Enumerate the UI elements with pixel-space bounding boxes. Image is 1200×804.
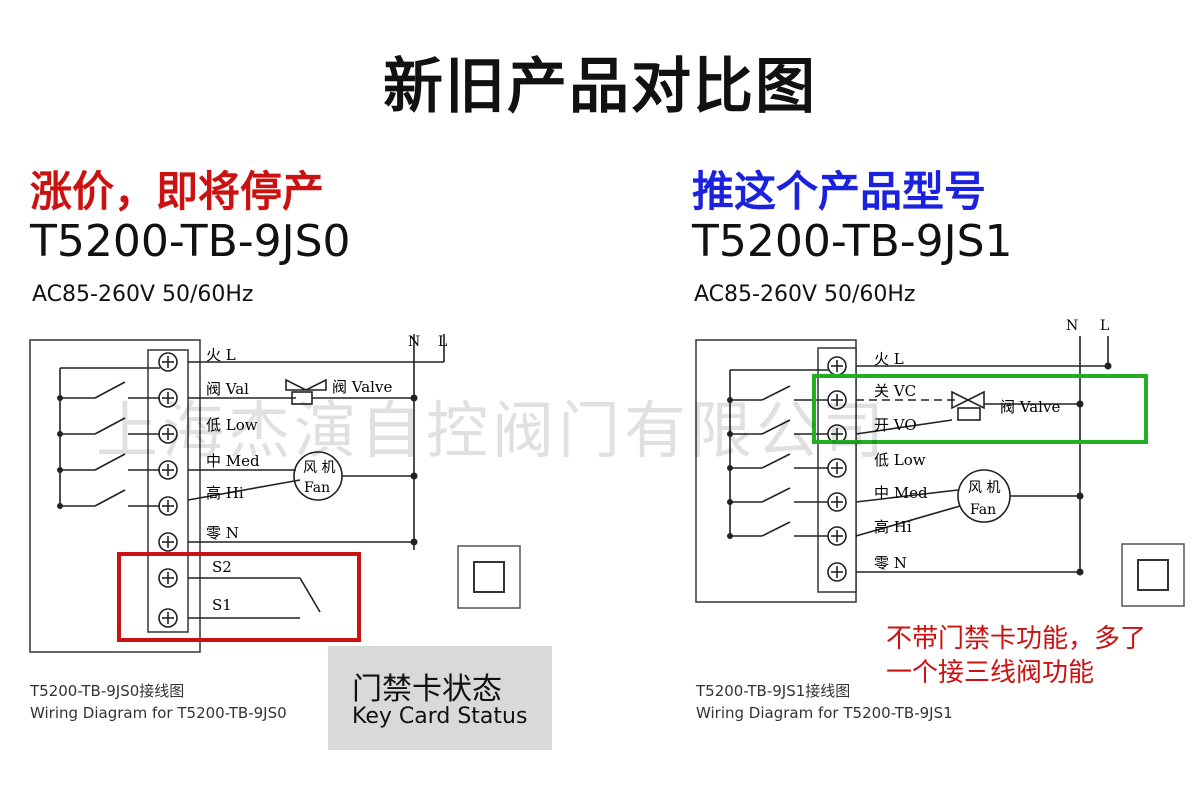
left-caption-en: Wiring Diagram for T5200-TB-9JS0	[30, 704, 287, 722]
right-supply-n: N	[1066, 318, 1078, 334]
right-valve-highlight	[812, 374, 1148, 444]
right-terminal-label: 低 Low	[874, 451, 926, 469]
left-model-name: T5200-TB-9JS0	[30, 216, 351, 267]
left-terminal-label: 零 N	[206, 524, 239, 542]
left-spec: AC85-260V 50/60Hz	[32, 282, 254, 307]
left-fan-label-en: Fan	[304, 480, 330, 496]
right-caption-zh: T5200-TB-9JS1接线图	[696, 682, 851, 700]
right-fan-label-en: Fan	[970, 502, 996, 518]
right-caption: T5200-TB-9JS1接线图 Wiring Diagram for T520…	[696, 680, 953, 724]
left-status-label: 涨价，即将停产	[30, 167, 325, 216]
keycard-status-en: Key Card Status	[352, 704, 528, 729]
right-terminal-label: 火 L	[874, 350, 904, 368]
left-terminal-label: S1	[212, 596, 232, 614]
right-fan-label-zh: 风 机	[968, 480, 1000, 496]
right-caption-en: Wiring Diagram for T5200-TB-9JS1	[696, 704, 953, 722]
left-valve-label: 阀 Valve	[332, 378, 392, 396]
right-status-label: 推这个产品型号	[692, 167, 987, 216]
right-wiring-diagram: N L 火 L 关 VC 开 VO 低 Low 中 Med 高 Hi 零 N 阀…	[695, 318, 1185, 607]
keycard-status-zh: 门禁卡状态	[352, 672, 502, 707]
right-model-name: T5200-TB-9JS1	[692, 216, 1013, 267]
left-caption: T5200-TB-9JS0接线图 Wiring Diagram for T520…	[30, 680, 287, 724]
keycard-status-callout: 门禁卡状态 Key Card Status	[328, 646, 552, 750]
left-terminal-screws	[158, 352, 178, 628]
right-note-line-2: 一个接三线阀功能	[886, 658, 1095, 688]
page-title: 新旧产品对比图	[383, 52, 817, 122]
left-wiring-diagram: N L 火 L 阀 Val 低 Low 中 Med 高 Hi 零 N S2 S1…	[29, 334, 521, 653]
left-fan-label-zh: 风 机	[303, 460, 335, 476]
right-terminal-label: 中 Med	[874, 484, 928, 502]
watermark-text: 上海杰演自控阀门有限公司	[96, 394, 889, 467]
left-terminal-label: 中 Med	[206, 452, 260, 470]
left-terminal-label: 火 L	[206, 346, 236, 364]
left-terminal-label: 阀 Val	[206, 380, 249, 398]
right-terminal-label: 零 N	[874, 554, 907, 572]
left-supply-l: L	[438, 334, 447, 350]
left-keycard-highlight	[117, 552, 361, 642]
right-valve-label: 阀 Valve	[1000, 398, 1060, 416]
right-keycard-slot	[1121, 543, 1185, 607]
right-spec: AC85-260V 50/60Hz	[694, 282, 916, 307]
right-terminal-label: 高 Hi	[874, 518, 912, 536]
left-caption-zh: T5200-TB-9JS0接线图	[30, 682, 185, 700]
left-terminal-label: S2	[212, 558, 232, 576]
left-keycard-slot	[457, 545, 521, 609]
right-terminal-label: 关 VC	[874, 382, 916, 400]
right-note-line-1: 不带门禁卡功能，多了	[886, 624, 1147, 654]
right-supply-l: L	[1100, 318, 1109, 334]
right-feature-note: 不带门禁卡功能，多了 一个接三线阀功能	[886, 622, 1146, 690]
left-supply-n: N	[408, 334, 420, 350]
right-terminal-label: 开 VO	[874, 416, 917, 434]
left-terminal-label: 低 Low	[206, 416, 258, 434]
left-terminal-label: 高 Hi	[206, 484, 244, 502]
